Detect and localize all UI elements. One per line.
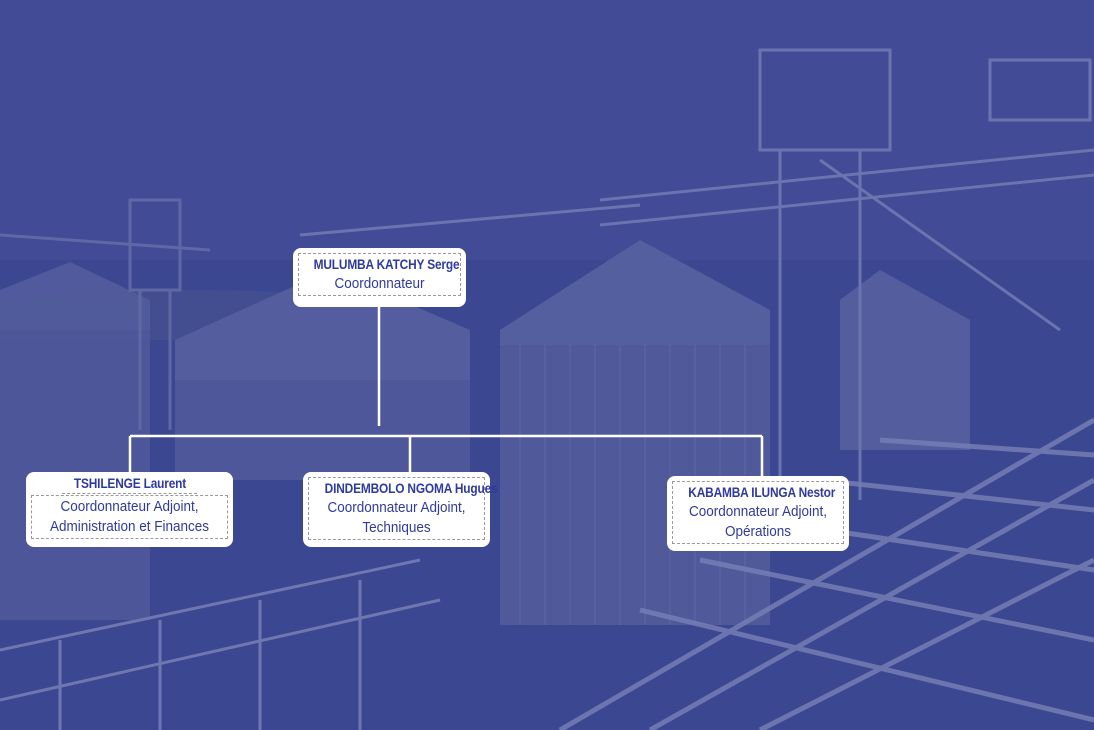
- deputy-role-line2-techniques: Techniques: [362, 519, 431, 536]
- deputy-role-line1-techniques: Coordonnateur Adjoint,: [327, 499, 466, 516]
- deputy-role-line1-operations: Coordonnateur Adjoint,: [688, 503, 828, 520]
- deputy-role-line2-administration: Administration et Finances: [49, 518, 210, 535]
- center-left-silo: [175, 270, 470, 480]
- deputy-frame-techniques: DINDEMBOLO NGOMA Hugues Coordonnateur Ad…: [308, 477, 498, 540]
- deputy-frame-administration: Coordonnateur Adjoint, Administration et…: [31, 495, 228, 539]
- deputy-box-administration: TSHILENGE Laurent Coordonnateur Adjoint,…: [26, 472, 233, 547]
- deputy-name-techniques: DINDEMBOLO NGOMA Hugues: [324, 480, 498, 496]
- coordinator-box: MULUMBA KATCHY Serge Coordonnateur: [293, 248, 466, 307]
- deputy-name-operations: KABAMBA ILUNGA Nestor: [688, 484, 836, 500]
- deputy-role-line2-operations: Opérations: [724, 523, 792, 540]
- deputy-frame-operations: KABAMBA ILUNGA Nestor Coordonnateur Adjo…: [672, 481, 844, 544]
- deputy-box-techniques: DINDEMBOLO NGOMA Hugues Coordonnateur Ad…: [303, 472, 498, 547]
- deputy-name-wrap: TSHILENGE Laurent: [31, 474, 228, 494]
- coordinator-frame: MULUMBA KATCHY Serge Coordonnateur: [298, 253, 461, 296]
- deputy-name-administration: TSHILENGE Laurent: [73, 475, 186, 491]
- deputy-box-operations: KABAMBA ILUNGA Nestor Coordonnateur Adjo…: [667, 476, 849, 551]
- coordinator-name: MULUMBA KATCHY Serge: [313, 256, 460, 272]
- deputy-role-line1-administration: Coordonnateur Adjoint,: [60, 498, 199, 515]
- deputy-name-frame: TSHILENGE Laurent: [61, 474, 198, 494]
- coordinator-role: Coordonnateur: [334, 275, 425, 292]
- right-silo: [840, 270, 970, 450]
